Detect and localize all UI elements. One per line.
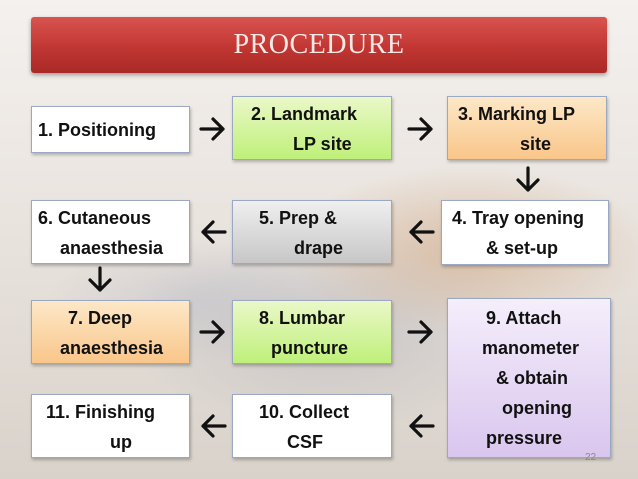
right-arrow-icon	[407, 318, 435, 346]
step-label: LP site	[293, 134, 352, 154]
step-label: 9. Attach	[486, 308, 562, 328]
step-cutaneous: 6. Cutaneous anaesthesia	[31, 200, 190, 264]
step-label: 11. Finishing	[46, 402, 156, 422]
step-label: & obtain	[496, 368, 568, 388]
step-prep-drape: 5. Prep & drape	[232, 200, 392, 264]
step-label: 10. Collect	[259, 402, 350, 422]
step-label: 3. Marking LP	[458, 104, 576, 124]
step-label: & set-up	[486, 238, 558, 258]
step-label: 1. Positioning	[38, 120, 157, 140]
step-label: opening	[502, 398, 572, 418]
down-arrow-icon	[86, 266, 114, 294]
step-label: 2. Landmark	[251, 104, 358, 124]
right-arrow-icon	[407, 115, 435, 143]
step-attach-manometer: 9. Attach manometer & obtain opening pre…	[447, 298, 611, 458]
down-arrow-icon	[514, 166, 542, 194]
step-landmark: 2. Landmark LP site	[232, 96, 392, 160]
step-label: anaesthesia	[60, 238, 164, 258]
right-arrow-icon	[199, 318, 227, 346]
step-marking: 3. Marking LP site	[447, 96, 607, 160]
left-arrow-icon	[199, 218, 227, 246]
step-collect-csf: 10. Collect CSF	[232, 394, 392, 458]
step-label: 6. Cutaneous	[38, 208, 152, 228]
page-number: 22	[585, 452, 597, 463]
step-tray-opening: 4. Tray opening & set-up	[441, 200, 609, 265]
step-label: up	[110, 432, 132, 452]
left-arrow-icon	[199, 412, 227, 440]
step-positioning: 1. Positioning	[31, 106, 190, 153]
step-lumbar-puncture: 8. Lumbar puncture	[232, 300, 392, 364]
step-label: pressure	[486, 428, 563, 448]
step-label: site	[520, 134, 552, 154]
title-banner: PROCEDURE	[31, 17, 607, 73]
step-label: 8. Lumbar	[259, 308, 346, 328]
step-label: 4. Tray opening	[452, 208, 585, 228]
left-arrow-icon	[407, 412, 435, 440]
step-label: anaesthesia	[60, 338, 164, 358]
step-label: CSF	[287, 432, 323, 452]
page-title: PROCEDURE	[233, 29, 405, 60]
right-arrow-icon	[199, 115, 227, 143]
step-label: puncture	[271, 338, 349, 358]
step-label: 7. Deep	[68, 308, 133, 328]
step-label: drape	[294, 238, 344, 258]
step-label: manometer	[482, 338, 580, 358]
step-deep-anaesthesia: 7. Deep anaesthesia	[31, 300, 190, 364]
step-label: 5. Prep &	[259, 208, 338, 228]
step-finishing-up: 11. Finishing up	[31, 394, 190, 458]
left-arrow-icon	[407, 218, 435, 246]
